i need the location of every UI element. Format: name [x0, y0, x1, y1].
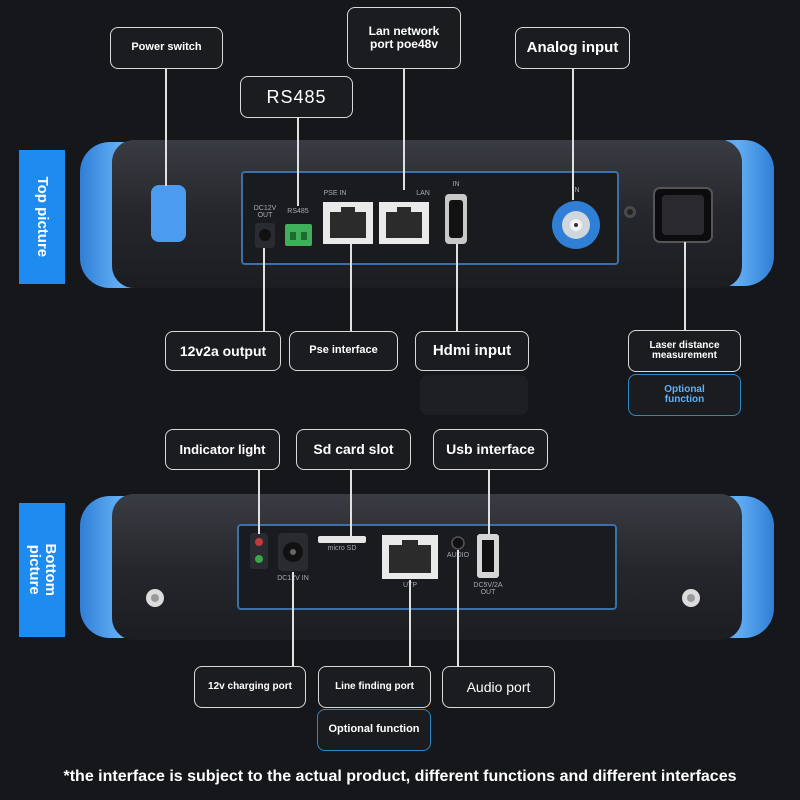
top-picture-tag: Top picture [19, 150, 65, 284]
power-switch-button [151, 185, 186, 242]
callout-indicator-light: Indicator light [165, 429, 280, 470]
dc-out-label: DC12V OUT [253, 205, 277, 219]
callout-rs485: RS485 [240, 76, 353, 118]
pse-in-label: PSE IN [323, 190, 347, 197]
line-sd [350, 470, 352, 537]
hdmi-input-text: Hdmi input [432, 342, 512, 360]
line-hdmi [456, 244, 458, 332]
line-finding-port-text: Line finding port [335, 680, 414, 692]
indicator-light-text: Indicator light [179, 441, 266, 457]
indicator-red [255, 538, 263, 546]
usb-label: DC5V/2A OUT [473, 582, 503, 596]
callout-usb-interface: Usb interface [433, 429, 548, 470]
line-12v2a [263, 248, 265, 332]
optional-function-top-text: Optional function [664, 383, 705, 405]
audio-port-text: Audio port [466, 678, 531, 695]
rs485-port-label: RS485 [287, 208, 309, 215]
analog-input-text: Analog input [526, 39, 619, 57]
hdmi-input-shadow [420, 375, 528, 415]
line-power-switch [165, 68, 167, 186]
line-pse [350, 244, 352, 332]
12v2a-output-text: 12v2a output [179, 342, 267, 359]
line-analog [572, 68, 574, 200]
line-usb [488, 470, 490, 534]
callout-analog-input: Analog input [515, 27, 630, 69]
lan-network-text: Lan network port poe48v [368, 24, 440, 51]
line-audio [457, 550, 459, 666]
lan-label: LAN [416, 190, 430, 197]
line-indicator [258, 470, 260, 534]
callout-laser-distance: Laser distance measurement [628, 330, 741, 372]
line-lan [403, 68, 405, 190]
callout-audio-port: Audio port [442, 666, 555, 708]
rs485-text: RS485 [266, 86, 327, 107]
sd-card-slot-text: Sd card slot [313, 441, 394, 458]
footer-note: *the interface is subject to the actual … [63, 768, 737, 785]
callout-optional-function-top: Optional function [628, 374, 741, 416]
bottom-picture-tag: Bottom picture [19, 503, 65, 637]
callout-power-switch: Power switch [110, 27, 223, 69]
callout-lan-network: Lan network port poe48v [347, 7, 461, 69]
sd-card-slot [318, 536, 366, 543]
audio-jack [451, 536, 465, 550]
power-switch-text: Power switch [131, 41, 202, 54]
bnc-in-label: IN [572, 187, 580, 194]
charging-port-text: 12v charging port [208, 680, 292, 692]
line-line-finding [409, 580, 411, 666]
dc-out-jack [259, 229, 271, 241]
indicator-green [255, 555, 263, 563]
hdmi-in-label: IN [452, 181, 460, 188]
callout-hdmi-input: Hdmi input [415, 331, 529, 371]
micro-sd-label: micro SD [327, 545, 357, 552]
callout-optional-function-bottom: Optional function [317, 709, 431, 751]
callout-pse-interface: Pse interface [289, 331, 398, 371]
line-charging [292, 572, 294, 666]
callout-charging-port: 12v charging port [194, 666, 306, 708]
pse-interface-text: Pse interface [309, 344, 378, 357]
rs485-terminal [285, 224, 312, 246]
line-laser [684, 242, 686, 330]
callout-line-finding-port: Line finding port [318, 666, 431, 708]
indicator-lights [250, 533, 268, 569]
optional-function-bottom-text: Optional function [328, 723, 420, 736]
callout-12v2a-output: 12v2a output [165, 331, 281, 371]
laser-distance-text: Laser distance measurement [649, 339, 720, 361]
callout-sd-card-slot: Sd card slot [296, 429, 411, 470]
usb-interface-text: Usb interface [446, 441, 535, 458]
line-rs485 [297, 118, 299, 206]
